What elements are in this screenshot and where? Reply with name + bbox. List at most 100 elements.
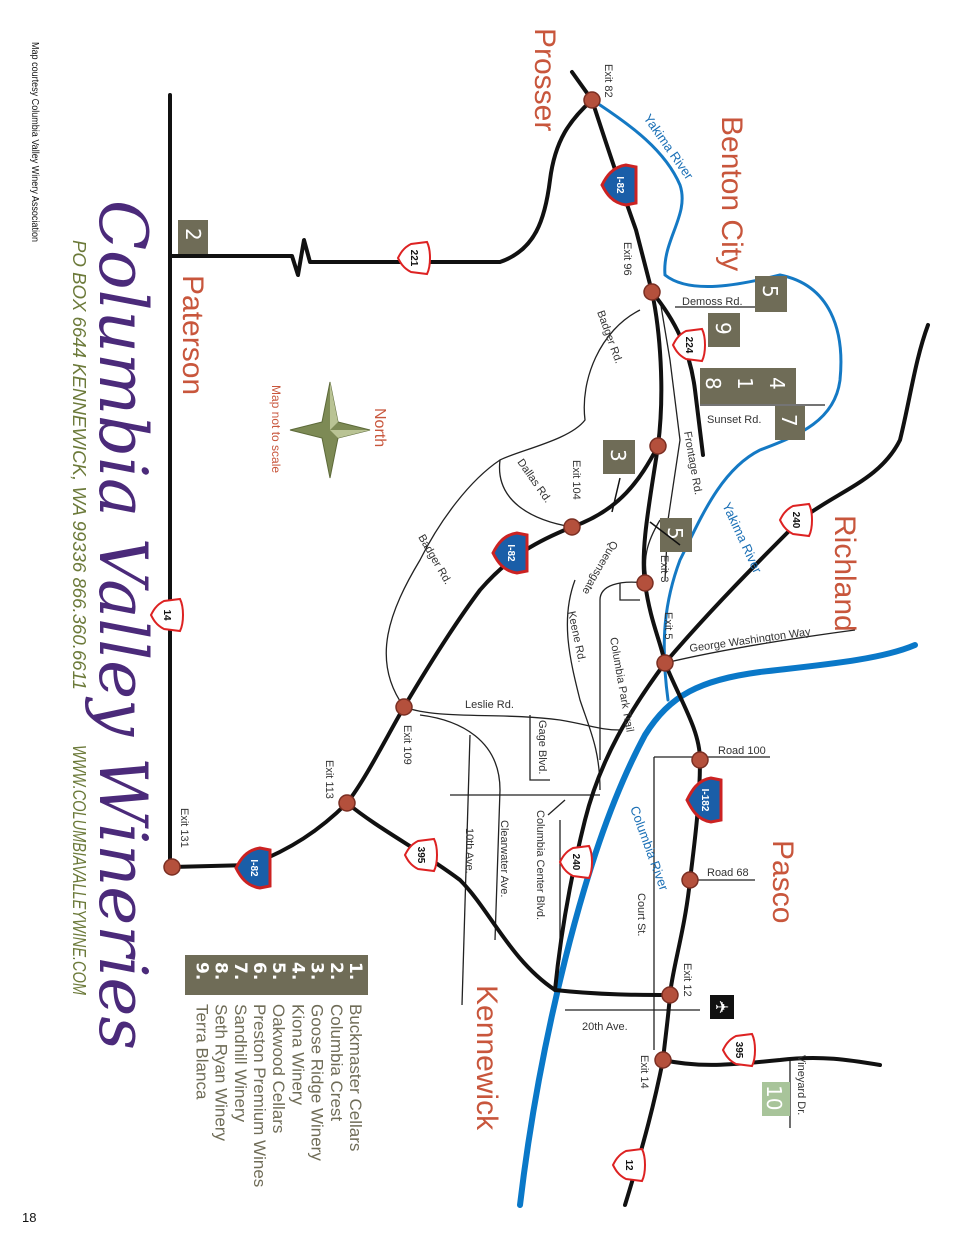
map-scale-note: Map not to scale [269, 385, 283, 473]
winery-marker-4-1-8[interactable]: 4 1 8 [700, 368, 796, 404]
legend-winery-name: Terra Blanca [192, 1004, 211, 1100]
website-link[interactable]: WWW.COLUMBIAVALLEYWINE.COM [69, 745, 89, 995]
svg-text:7: 7 [777, 414, 801, 427]
label-yakima-river-1: Yakima River [641, 111, 697, 183]
svg-text:I-82: I-82 [248, 859, 259, 877]
svg-text:2: 2 [181, 228, 205, 241]
label-gage-blvd: Gage Blvd. [536, 720, 548, 774]
svg-text:14: 14 [161, 609, 172, 621]
city-richland: Richland [828, 515, 861, 632]
label-columbia-river: Columbia River [627, 804, 672, 893]
label-demoss-rd: Demoss Rd. [682, 296, 743, 308]
label-exit-104: Exit 104 [570, 460, 582, 500]
svg-text:240: 240 [790, 512, 801, 529]
svg-text:I-82: I-82 [505, 544, 516, 562]
label-badger-rd-1: Badger Rd. [594, 309, 624, 365]
label-exit-113: Exit 113 [323, 760, 335, 799]
page-number: 18 [22, 1210, 36, 1225]
legend-winery-name: Sandhill Winery [231, 1004, 250, 1123]
svg-text:1: 1 [733, 377, 757, 390]
exit-markers [163, 91, 709, 1069]
columbia-river [517, 642, 918, 1208]
winery-legend: 1. Buckmaster Cellars 2. Columbia Crest 3. Go… [185, 955, 368, 1187]
svg-text:395: 395 [733, 1042, 744, 1059]
compass-rose-icon [289, 381, 371, 479]
legend-number: 4. [287, 962, 307, 980]
label-road-68: Road 68 [707, 867, 749, 879]
legend-winery-name: Seth Ryan Winery [212, 1004, 231, 1141]
title-logo: Columbia Valley Wineries [84, 200, 161, 1050]
svg-text:9: 9 [711, 322, 735, 335]
label-vineyard-dr: Vineyard Dr. [795, 1055, 807, 1115]
city-prosser: Prosser [528, 28, 561, 131]
winery-marker-5a[interactable]: 5 [755, 276, 787, 312]
winery-marker-3[interactable]: 3 [603, 440, 635, 474]
legend-number: 6. [249, 962, 269, 980]
svg-text:8: 8 [701, 377, 725, 390]
legend-number: 7. [230, 962, 250, 980]
label-exit-82: Exit 82 [602, 64, 614, 98]
label-court-st: Court St. [635, 893, 647, 936]
legend-number: 1. [345, 962, 365, 980]
label-queensgate: Queensgate [579, 539, 619, 597]
us-shield-395b: 395 [721, 1032, 756, 1068]
us-shield-240a: 240 [778, 502, 813, 538]
svg-text:10: 10 [762, 1085, 786, 1110]
label-exit-14: Exit 14 [638, 1055, 650, 1089]
svg-text:I-182: I-182 [699, 789, 710, 812]
svg-text:12: 12 [623, 1159, 634, 1171]
us-shield-221: 221 [396, 240, 431, 276]
legend-winery-name: Goose Ridge Winery [308, 1004, 327, 1161]
svg-text:5: 5 [758, 285, 782, 298]
winery-marker-2[interactable]: 2 [178, 220, 208, 254]
us-shield-395a: 395 [403, 837, 438, 873]
label-badger-rd-2: Badger Rd. [415, 533, 453, 587]
label-road-100: Road 100 [718, 745, 766, 757]
winery-marker-10[interactable]: 10 [762, 1082, 790, 1116]
map-credit: Map courtesy Columbia Valley Winery Asso… [29, 42, 40, 242]
us-shield-14: 14 [149, 597, 184, 633]
legend-winery-name: Kiona Winery [288, 1004, 307, 1106]
interstate-shield-i82c: I-82 [234, 846, 272, 890]
airport-icon: ✈ [710, 995, 734, 1019]
label-exit-109: Exit 109 [401, 725, 413, 765]
legend-number: 9. [191, 962, 211, 980]
us-shield-240b: 240 [558, 844, 593, 880]
city-kennewick: Kennewick [470, 985, 503, 1131]
winery-marker-5b[interactable]: 5 [660, 518, 692, 552]
svg-text:✈: ✈ [715, 998, 729, 1018]
legend-winery-name: Buckmaster Cellars [346, 1004, 365, 1151]
winery-marker-9[interactable]: 9 [708, 313, 740, 347]
label-10th-ave: 10th Ave. [463, 828, 475, 874]
us-shield-12: 12 [611, 1147, 646, 1183]
svg-text:4: 4 [765, 377, 789, 390]
city-benton-city: Benton City [715, 116, 748, 271]
label-exit-5: Exit 5 [662, 612, 674, 640]
svg-text:3: 3 [606, 449, 630, 462]
legend-number: 3. [307, 962, 327, 980]
winery-marker-7[interactable]: 7 [775, 406, 805, 440]
city-pasco: Pasco [766, 840, 799, 923]
label-leslie-rd: Leslie Rd. [465, 699, 514, 711]
arrow-5 [649, 521, 681, 546]
interstate-shield-i82b: I-82 [491, 531, 529, 575]
label-sunset-rd: Sunset Rd. [707, 414, 761, 426]
label-yakima-river-2: Yakima River [719, 500, 765, 576]
label-exit-12: Exit 12 [681, 963, 693, 997]
svg-text:224: 224 [683, 337, 694, 354]
legend-number: 2. [326, 962, 346, 980]
legend-winery-name: Preston Premium Wines [250, 1004, 269, 1187]
legend-winery-name: Columbia Crest [327, 1004, 346, 1121]
legend-winery-name: Oakwood Cellars [269, 1004, 288, 1133]
label-columbia-park-trail: Columbia Park Trail [607, 636, 635, 733]
interstate-shield-i82a: I-82 [600, 163, 638, 207]
label-20th-ave: 20th Ave. [582, 1021, 628, 1033]
label-clearwater-ave: Clearwater Ave. [498, 820, 510, 897]
interstate-shield-i182: I-182 [685, 776, 723, 824]
label-exit-3: Exit 3 [658, 555, 670, 583]
svg-text:5: 5 [663, 527, 687, 540]
compass-north-label: North [371, 408, 388, 447]
svg-text:221: 221 [408, 250, 419, 267]
label-exit-96: Exit 96 [621, 242, 633, 276]
us-shield-224: 224 [671, 327, 706, 363]
